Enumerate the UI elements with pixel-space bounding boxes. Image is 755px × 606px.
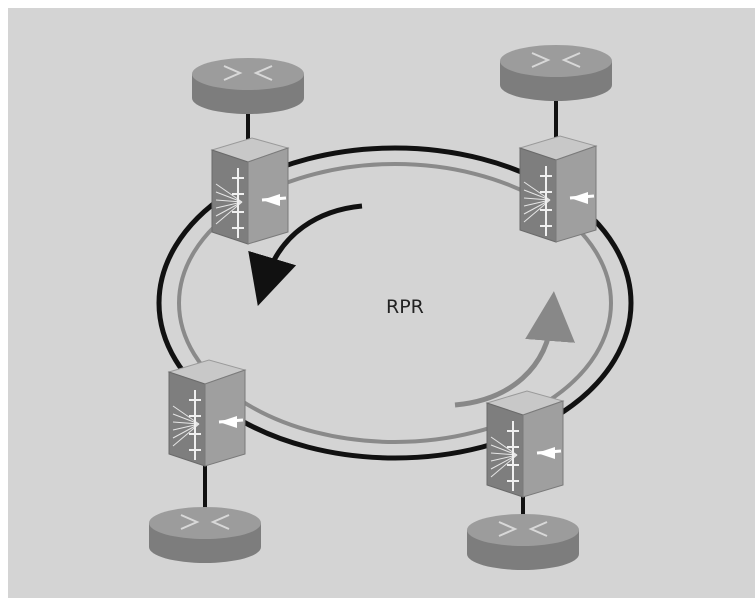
router-top-left <box>191 57 305 115</box>
inner-ring <box>177 162 613 444</box>
ring-label: RPR <box>386 296 424 318</box>
clockwise-arrow <box>454 291 575 408</box>
switch-top-left <box>210 136 290 246</box>
diagram-background <box>8 8 755 598</box>
outer-ring <box>156 145 634 461</box>
counterclockwise-arrow <box>248 203 363 306</box>
router-top-right <box>499 44 613 102</box>
switch-bottom-left <box>167 358 247 468</box>
switch-bottom-right <box>485 389 565 499</box>
switch-top-right <box>518 134 598 244</box>
router-bottom-left <box>148 506 262 564</box>
router-bottom-right <box>466 513 580 571</box>
